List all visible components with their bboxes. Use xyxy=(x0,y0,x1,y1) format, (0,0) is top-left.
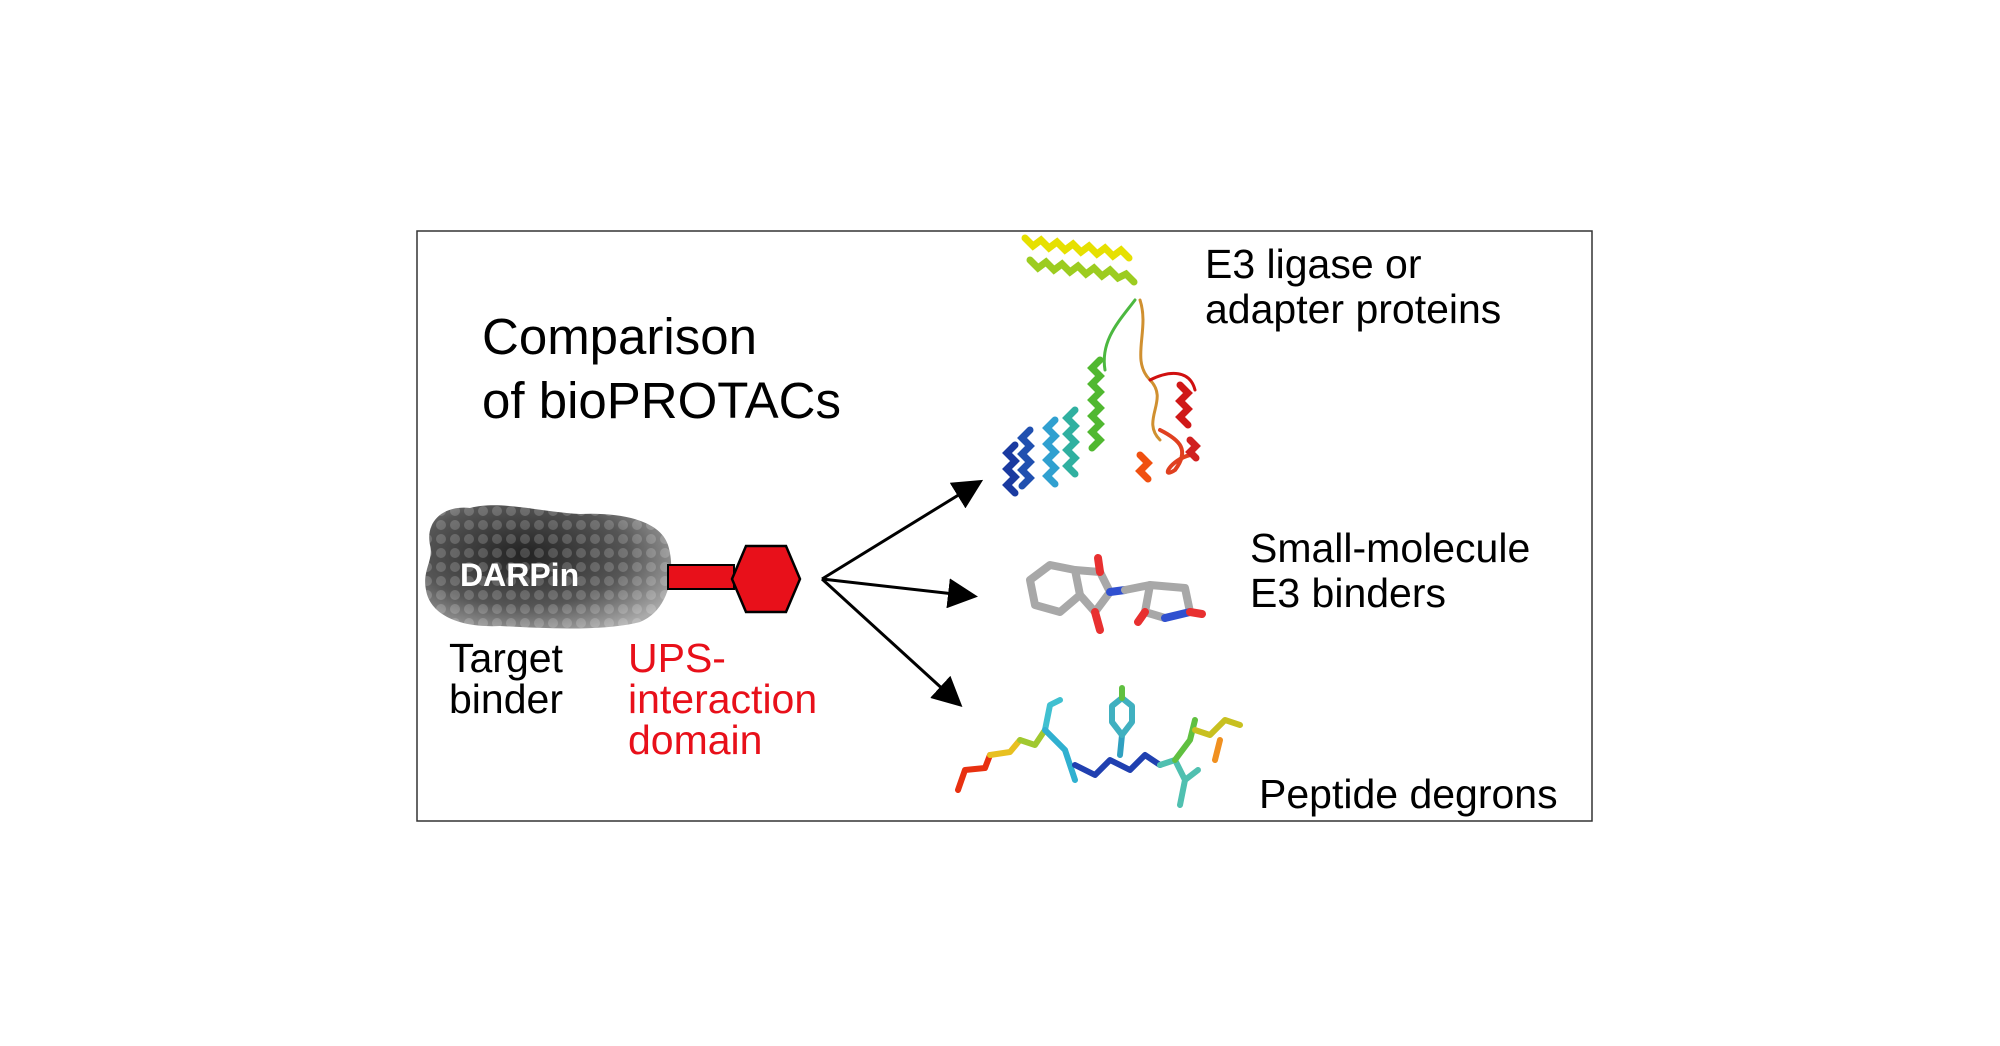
small-molecule-structure xyxy=(1026,554,1206,634)
arrow-to-small-molecule xyxy=(821,577,978,609)
arrow-to-peptide xyxy=(820,577,963,708)
title-line1: Comparison xyxy=(482,308,757,365)
ups-line3: domain xyxy=(628,717,762,763)
linker-bar xyxy=(667,564,735,590)
darpin-label: DARPin xyxy=(460,557,579,593)
ups-line1: UPS- xyxy=(628,635,726,681)
e3-ligase-structure xyxy=(1002,234,1201,497)
peptide-structure xyxy=(955,685,1243,808)
arrow-to-e3-ligase xyxy=(821,479,984,581)
title-line2: of bioPROTACs xyxy=(482,372,841,429)
e3-ligase-line1: E3 ligase or xyxy=(1205,241,1422,287)
ups-domain-hexagon xyxy=(730,544,802,614)
small-molecule-line1: Small-molecule xyxy=(1250,525,1530,571)
target-binder-line1: Target xyxy=(449,635,564,681)
e3-ligase-line2: adapter proteins xyxy=(1205,286,1501,332)
ups-line2: interaction xyxy=(628,676,817,722)
target-binder-line2: binder xyxy=(449,676,563,722)
peptide-label: Peptide degrons xyxy=(1259,771,1558,817)
darpin-surface xyxy=(425,505,672,629)
arrows xyxy=(820,479,984,708)
small-molecule-line2: E3 binders xyxy=(1250,570,1446,616)
